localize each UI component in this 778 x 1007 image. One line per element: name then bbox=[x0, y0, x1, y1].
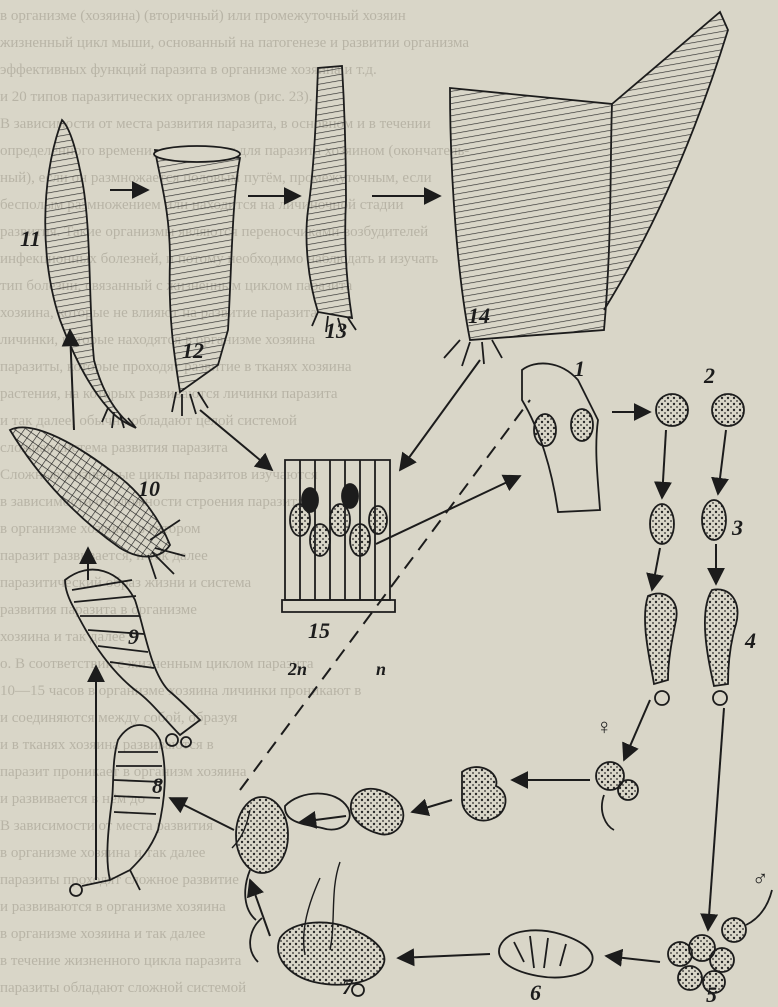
label-p: п bbox=[376, 660, 386, 678]
figure-8-larva bbox=[70, 725, 165, 896]
figure-6-cluster bbox=[499, 930, 593, 977]
label-14: 14 bbox=[468, 305, 490, 327]
label-3: 3 bbox=[732, 517, 743, 539]
label-1: 1 bbox=[574, 358, 585, 380]
figure-13-tube bbox=[306, 66, 356, 332]
figure-9-larva bbox=[65, 570, 200, 747]
label-2: 2 bbox=[704, 365, 715, 387]
label-15: 15 bbox=[308, 620, 330, 642]
cycle-arrows bbox=[70, 190, 726, 962]
figure-female-chain bbox=[596, 762, 638, 830]
label-female: ♀ bbox=[596, 716, 613, 738]
label-10: 10 bbox=[138, 478, 160, 500]
label-8: 8 bbox=[152, 775, 163, 797]
arrow-4-to-female bbox=[624, 700, 650, 760]
label-2p: 2п bbox=[288, 660, 307, 678]
figure-2-spheres bbox=[656, 394, 744, 426]
label-male: ♂ bbox=[752, 868, 769, 890]
arrow-4-to-5 bbox=[708, 708, 724, 930]
arrow-14-to-15 bbox=[400, 360, 480, 470]
figure-middle-clusters bbox=[285, 767, 506, 834]
figure-3-germination bbox=[650, 500, 726, 544]
label-9: 9 bbox=[128, 626, 139, 648]
figure-11-sporophore bbox=[45, 120, 136, 428]
arrow-egg-to-8 bbox=[170, 798, 234, 830]
arrow-2-to-3b bbox=[718, 430, 726, 494]
figure-1-spores bbox=[522, 363, 600, 512]
figure-4-club bbox=[645, 589, 738, 705]
figure-12-stem bbox=[154, 146, 240, 416]
figure-egg bbox=[236, 797, 288, 920]
arrow-12-to-15 bbox=[200, 410, 272, 470]
label-4: 4 bbox=[745, 630, 756, 652]
label-5: 5 bbox=[706, 984, 717, 1006]
figure-5-berries bbox=[668, 890, 772, 993]
label-12: 12 bbox=[182, 340, 204, 362]
label-6: 6 bbox=[530, 982, 541, 1004]
arrow-6-to-7 bbox=[398, 954, 490, 958]
figure-10-leaf bbox=[10, 427, 185, 579]
arrow-2-to-3a bbox=[662, 430, 666, 498]
label-7: 7 bbox=[342, 976, 353, 998]
arrow-3-to-4a bbox=[652, 548, 660, 590]
label-13: 13 bbox=[325, 320, 347, 342]
label-11: 11 bbox=[20, 228, 41, 250]
arrow-cluster-to-cluster bbox=[412, 800, 452, 812]
figure-15-cell-cluster bbox=[282, 460, 395, 612]
dashed-link-egg-to-1 bbox=[240, 400, 530, 790]
arrow-cluster-to-egg bbox=[300, 816, 346, 822]
arrow-5-to-6 bbox=[606, 956, 660, 962]
figure-7-mass bbox=[250, 918, 384, 996]
